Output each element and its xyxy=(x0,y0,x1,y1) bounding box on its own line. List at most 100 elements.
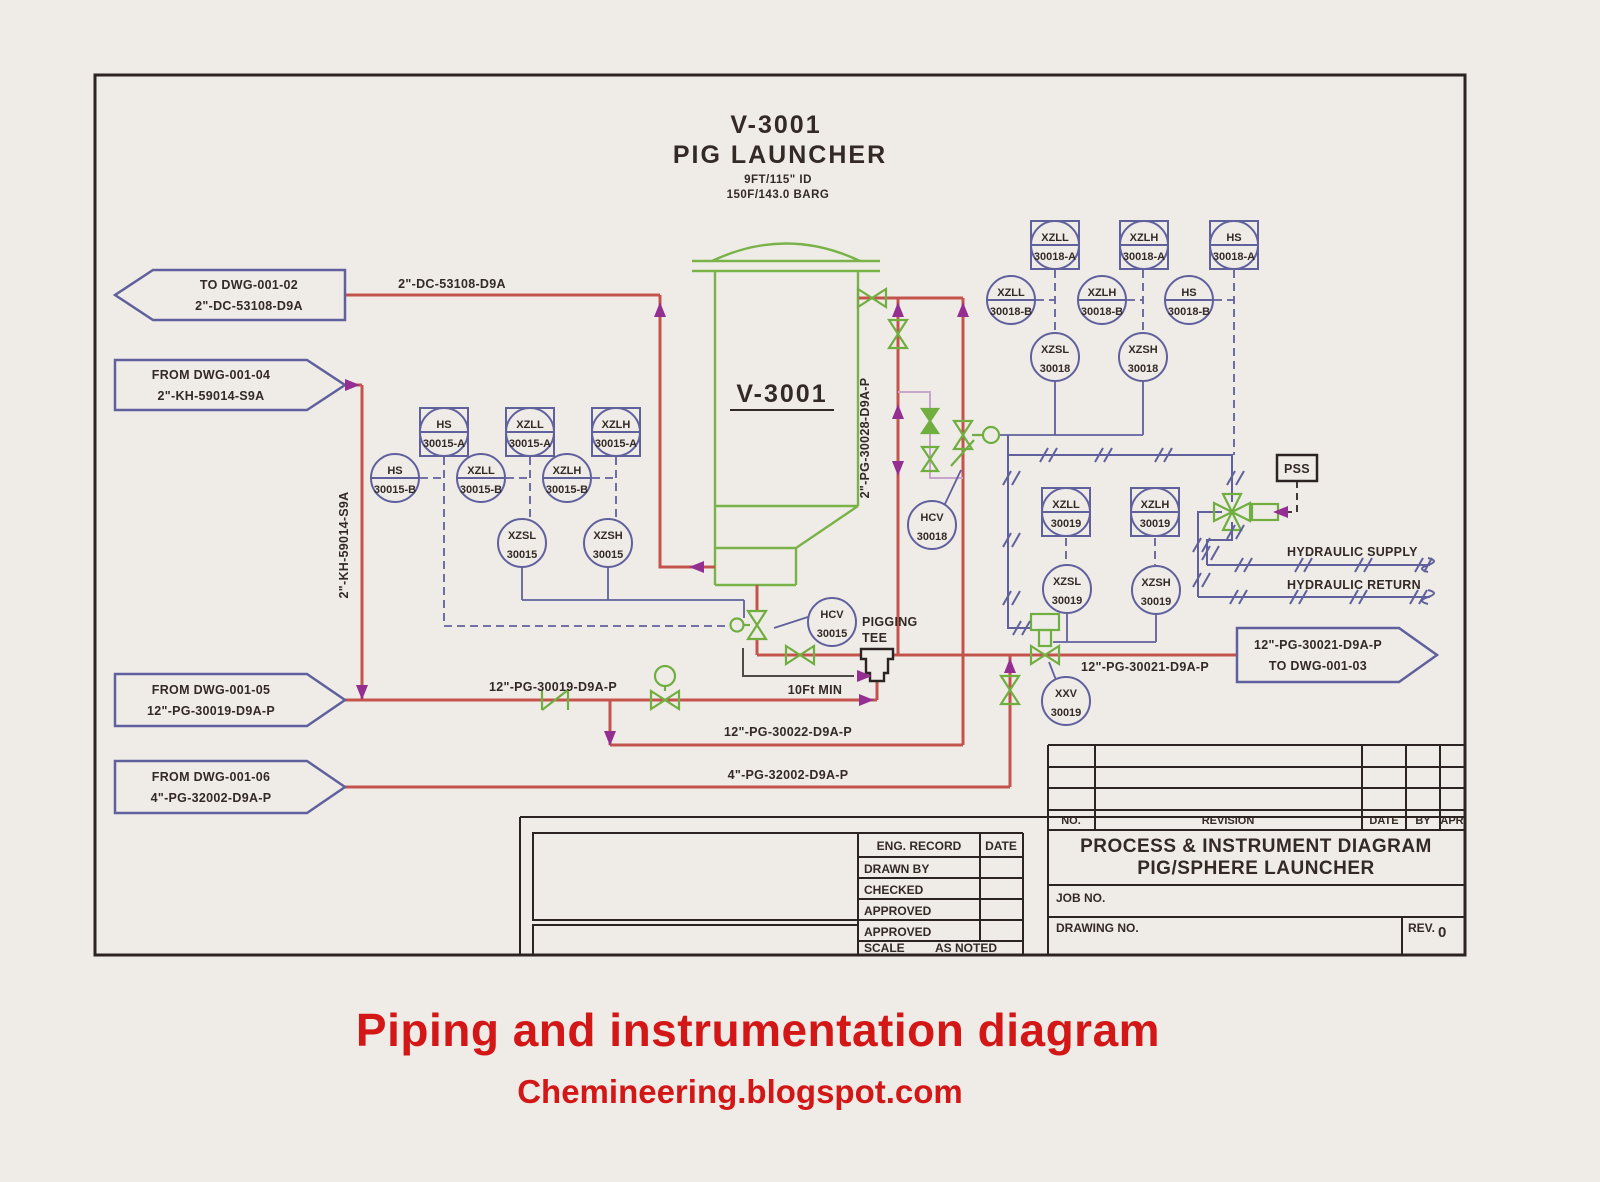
flag-from-dwg-001-04: FROM DWG-001-04 2"-KH-59014-S9A xyxy=(113,358,348,412)
hydraulic-hash xyxy=(1226,470,1245,486)
hydraulic-hash xyxy=(1002,470,1021,486)
instrument-signal-lines xyxy=(420,270,1235,681)
hydraulic-hash xyxy=(1354,557,1373,573)
instrument-bubbles: HS30015-AXZLL30015-AXZLH30015-AHS30015-B… xyxy=(370,220,1259,726)
instrument-tag: HS xyxy=(387,465,402,477)
instrument-tag: XZSH xyxy=(1128,344,1157,356)
gate-valve xyxy=(784,643,816,667)
flag-to-dwg-001-03: 12"-PG-30021-D9A-P TO DWG-001-03 xyxy=(1235,626,1440,684)
instrument-number: 30018-A xyxy=(1123,251,1165,263)
line-break-symbol xyxy=(1421,589,1435,605)
record-row-approved-1: APPROVED xyxy=(864,904,932,918)
flow-arrow xyxy=(857,670,872,682)
hydraulic-hash xyxy=(1201,545,1220,561)
flag-line-number: TO DWG-001-03 xyxy=(1269,659,1367,673)
instrument-number: 30018-B xyxy=(1168,306,1210,318)
instrument-tag: XZSH xyxy=(593,530,622,542)
pipe-line-label: 2"-KH-59014-S9A xyxy=(337,492,351,599)
instrument-tag: XZLH xyxy=(1141,499,1170,511)
vessel-closure xyxy=(692,259,880,273)
instrument-number: 30015 xyxy=(593,549,624,561)
instrument-tag: XZLL xyxy=(997,287,1025,299)
rev-col-date: DATE xyxy=(1369,815,1398,827)
flag-destination: FROM DWG-001-04 xyxy=(152,368,270,382)
instrument-number: 30015-A xyxy=(595,438,637,450)
flow-arrow xyxy=(345,379,360,391)
instrument-number: 30015-A xyxy=(509,438,551,450)
instrument-number: 30015 xyxy=(817,628,848,640)
rev-col-revision: REVISION xyxy=(1202,815,1255,827)
flow-arrow xyxy=(892,404,904,419)
equipment-size: 9FT/115" ID xyxy=(744,174,812,186)
drawing-title-line2: PIG/SPHERE LAUNCHER xyxy=(1137,858,1375,879)
instrument-number: 30018 xyxy=(1128,363,1159,375)
hydraulic-hash xyxy=(1154,447,1173,463)
equipment-tag: V-3001 xyxy=(730,111,821,139)
pipe-line-label: 12"-PG-30022-D9A-P xyxy=(724,725,852,739)
instrument-number: 30019 xyxy=(1051,518,1082,530)
gate-valve xyxy=(886,318,910,350)
record-scale-label: SCALE xyxy=(864,941,905,955)
hydraulic-hash xyxy=(1094,447,1113,463)
drawing-frame xyxy=(93,73,1467,957)
valve-actuator-wheel xyxy=(653,664,677,688)
instrument-number: 30019 xyxy=(1140,518,1171,530)
closed-valve xyxy=(919,407,941,435)
flow-arrow xyxy=(892,461,904,476)
vessel-body xyxy=(713,271,860,587)
instrument-tag: HCV xyxy=(820,609,844,621)
flow-arrows xyxy=(345,302,1288,746)
check-valve xyxy=(540,689,570,711)
title-block: NO. REVISION DATE BY APR ENG. RECORD DAT… xyxy=(519,744,1465,956)
hydraulic-hash xyxy=(1289,589,1308,605)
instrument-tag: XZSL xyxy=(1053,576,1081,588)
instrument-tag: XZSH xyxy=(1141,577,1170,589)
flag-destination: 12"-PG-30021-D9A-P xyxy=(1254,638,1382,652)
instrument-tag: XZLH xyxy=(553,465,582,477)
four-way-valve xyxy=(1212,492,1252,532)
caption-title: Piping and instrumentation diagram xyxy=(356,1004,1160,1056)
xxv-actuator xyxy=(1029,612,1061,632)
flag-from-dwg-001-06: FROM DWG-001-064"-PG-32002-D9A-P xyxy=(113,759,348,815)
instrument-number: 30019 xyxy=(1141,596,1172,608)
instrument-number: 30018-B xyxy=(1081,306,1123,318)
flag-line-number: 2"-KH-59014-S9A xyxy=(158,389,265,403)
hydraulic-hash xyxy=(1192,572,1211,588)
rev-col-by: BY xyxy=(1415,815,1431,827)
instrument-tag: XZLL xyxy=(516,419,544,431)
flow-arrow xyxy=(356,685,368,700)
pipe-line-label: 12"-PG-30021-D9A-P xyxy=(1081,660,1209,674)
instrument-number: 30019 xyxy=(1052,595,1083,607)
flow-arrow xyxy=(892,302,904,317)
rev-label: REV. xyxy=(1408,921,1435,935)
pipe-line-label: 2"-PG-30028-D9A-P xyxy=(858,378,872,499)
instrument-number: 30018-A xyxy=(1034,251,1076,263)
instrument-tag: XZSL xyxy=(1041,344,1069,356)
instrument-xzsh-30018: XZSH 30018 xyxy=(1118,332,1168,382)
flag-destination: FROM DWG-001-05 xyxy=(152,683,270,697)
annotations: PIGGING TEE HYDRAULIC SUPPLY HYDRAULIC R… xyxy=(862,545,1421,645)
flag-destination: FROM DWG-001-06 xyxy=(152,770,270,784)
instrument-tag: HS xyxy=(1226,232,1241,244)
pipe-line-label: 10Ft MIN xyxy=(788,683,843,697)
equipment-rating: 150F/143.0 BARG xyxy=(727,189,830,201)
hydraulic-hash xyxy=(1002,590,1021,606)
flow-arrow xyxy=(859,694,874,706)
pss-label: PSS xyxy=(1284,462,1310,476)
xxv-actuator xyxy=(1037,628,1053,648)
instrument-number: 30015-A xyxy=(423,438,465,450)
pss-signal-line xyxy=(1286,481,1298,513)
flow-arrow xyxy=(1004,658,1016,673)
hydraulic-hash xyxy=(1409,589,1428,605)
record-row-drawn-by: DRAWN BY xyxy=(864,862,929,876)
flow-arrow xyxy=(957,302,969,317)
